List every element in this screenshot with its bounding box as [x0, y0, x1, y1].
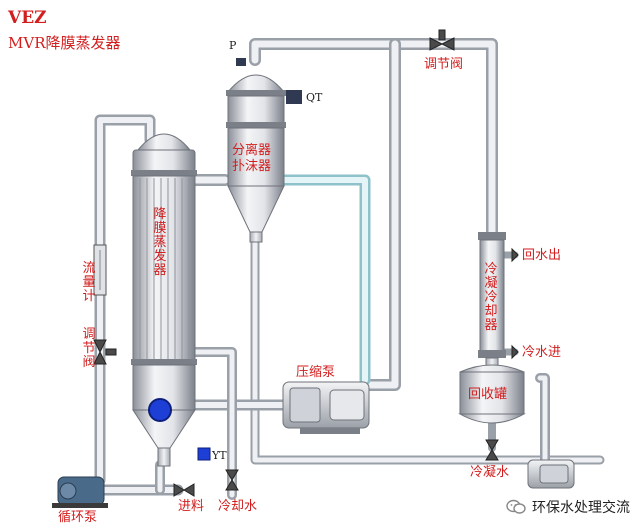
falling-film-evaporator-label: 降膜蒸发器 — [153, 207, 167, 278]
pressure-gauge-label: P — [229, 39, 237, 52]
control-valve-top — [429, 29, 455, 51]
condenser-cooler-vessel — [478, 232, 506, 371]
flowmeter — [93, 244, 107, 296]
cooling-water-label: 冷却水 — [218, 499, 258, 514]
yt-valve — [197, 447, 211, 461]
watermark-text: 环保水处理交流 — [532, 500, 630, 516]
separator-label: 分离器 扑沫器 — [232, 143, 272, 174]
control-valve-left — [93, 339, 117, 365]
recovery-tank-label: 回收罐 — [468, 387, 508, 402]
separator-vessel — [226, 58, 302, 243]
feed-label: 进料 — [178, 499, 205, 514]
compressor-unit — [282, 381, 370, 434]
diagram-subtitle: MVR降膜蒸发器 — [8, 34, 121, 52]
sight-glass — [148, 398, 172, 422]
control-valve-left-label: 调节阀 — [82, 327, 96, 370]
diagram-title: VEZ — [8, 8, 47, 28]
feed-valve — [173, 483, 195, 497]
condenser-cooler-label: 冷凝冷却器 — [484, 262, 498, 333]
cooling-water-in-label: 冷水进 — [522, 345, 562, 360]
watermark: 环保水处理交流 — [506, 497, 630, 517]
wechat-icon — [506, 499, 526, 514]
cooling-water-valve — [225, 469, 239, 491]
valves — [93, 29, 519, 497]
qt-label: QT — [306, 91, 323, 104]
cold-water-in-valve — [511, 344, 519, 360]
yt-label: YT — [212, 449, 227, 462]
pipework — [89, 38, 605, 500]
control-valve-top-label: 调节阀 — [424, 57, 464, 72]
water-out-label: 回水出 — [522, 248, 562, 263]
condensate-label: 冷凝水 — [470, 465, 510, 480]
water-out-valve — [511, 247, 519, 263]
falling-film-evaporator — [131, 133, 197, 467]
compressor-label: 压缩泵 — [296, 365, 336, 380]
circulation-pump — [52, 476, 108, 508]
flowmeter-label: 流量计 — [82, 261, 96, 304]
condensate-pump — [527, 459, 575, 489]
recovery-tank — [458, 364, 526, 424]
circulation-pump-label: 循环泵 — [58, 510, 98, 525]
level-transmitter — [286, 90, 302, 104]
condensate-valve — [485, 439, 499, 461]
